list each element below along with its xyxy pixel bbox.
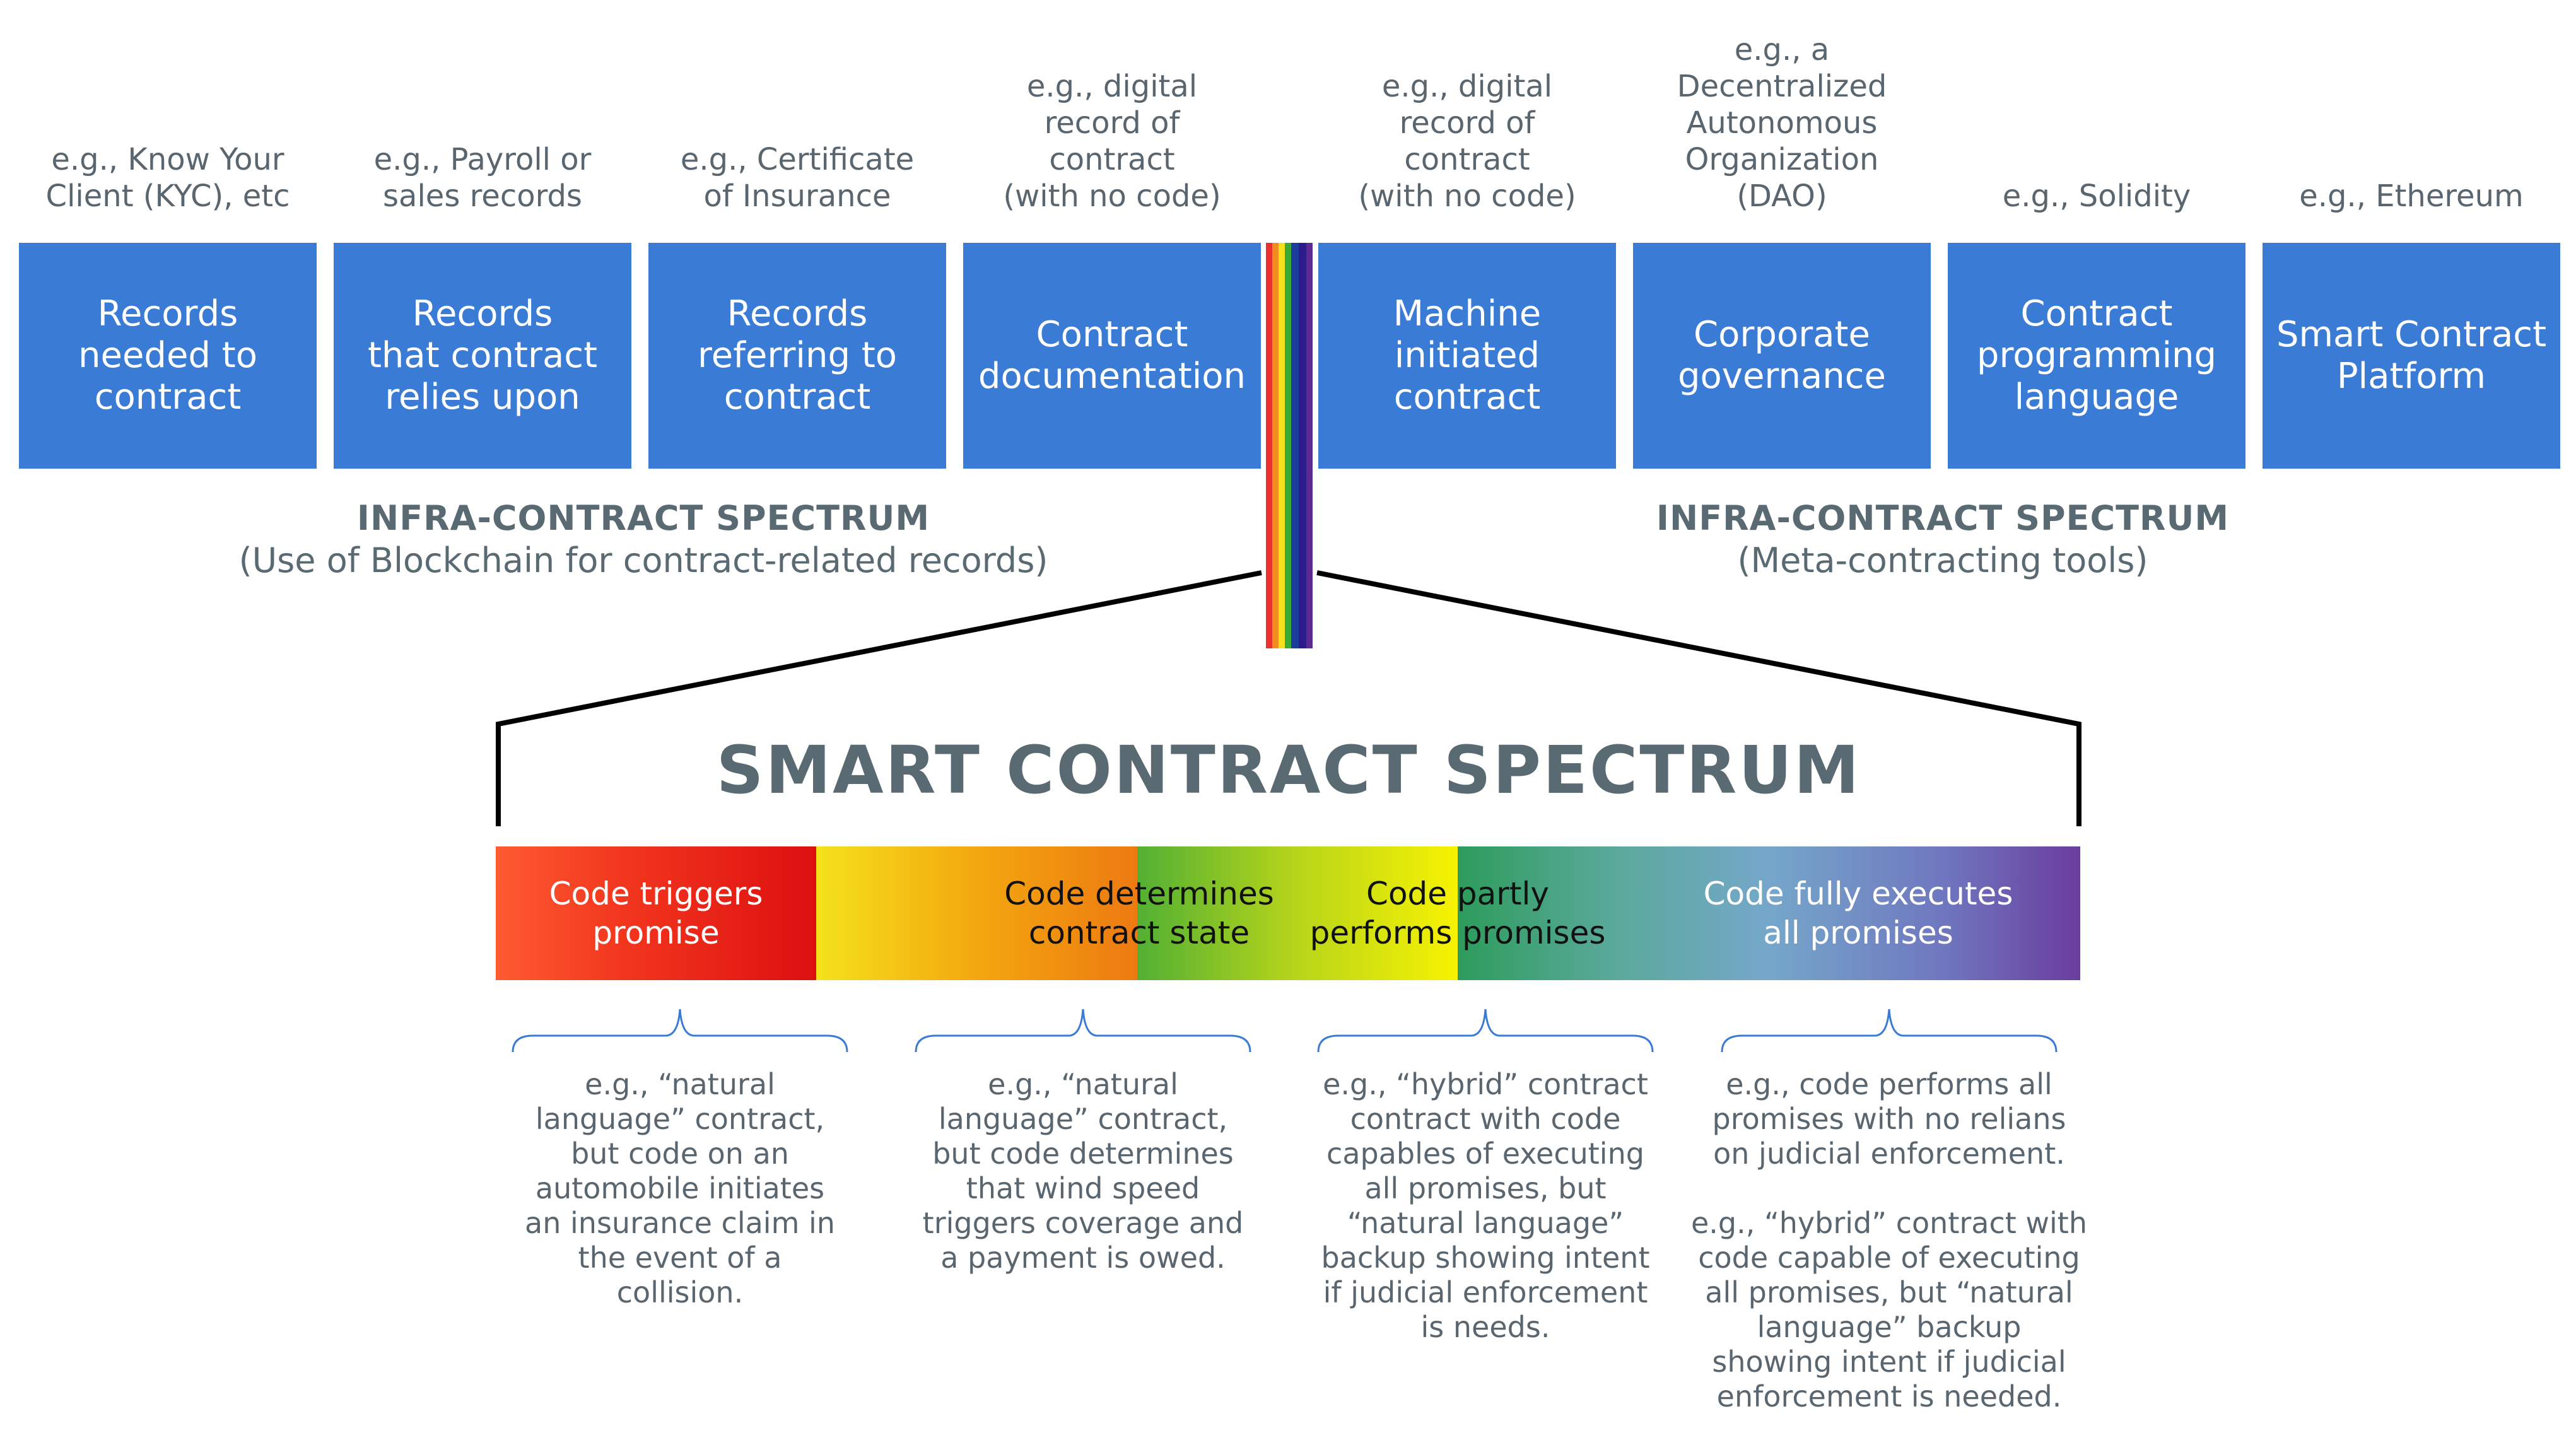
box-label: Contract documentation: [978, 314, 1246, 397]
top-example-4: e.g., digital record of contract (with n…: [1003, 69, 1221, 214]
funnel-left-line: [496, 570, 1262, 826]
box-label: Machine initiated contract: [1393, 293, 1542, 418]
top-example-2: e.g., Payroll or sales records: [373, 142, 592, 214]
spectrum-bar: Code triggers promise Code determines co…: [496, 846, 2080, 980]
spectrum-segment-3: [1137, 846, 1458, 980]
infra-right-label: INFRA-CONTRACT SPECTRUM (Meta-contractin…: [1470, 498, 2416, 580]
box-programming-language: Contract programming language: [1948, 243, 2245, 469]
rainbow-strip: [1266, 243, 1313, 648]
infra-left-label: INFRA-CONTRACT SPECTRUM (Use of Blockcha…: [126, 498, 1161, 580]
top-example-5: e.g., digital record of contract (with n…: [1358, 69, 1576, 214]
infra-left-subtitle: (Use of Blockchain for contract-related …: [238, 541, 1048, 580]
infra-right-title: INFRA-CONTRACT SPECTRUM: [1656, 498, 2230, 538]
segment-label-1: Code triggers promise: [549, 875, 763, 951]
spectrum-segment-1: [496, 846, 816, 980]
rainbow-indigo: [1299, 243, 1306, 648]
top-example-6: e.g., a Decentralized Autonomous Organiz…: [1677, 32, 1887, 214]
rainbow-violet: [1306, 243, 1313, 648]
example-note-2: e.g., “natural language” contract, but c…: [922, 1067, 1244, 1275]
rainbow-orange: [1272, 243, 1279, 648]
box-contract-documentation: Contract documentation: [963, 243, 1261, 469]
segment-label-3: Code partly performs promises: [1309, 875, 1606, 951]
segment-label-4: Code fully executes all promises: [1703, 875, 2013, 951]
brace-4: [1721, 1009, 2058, 1053]
example-note-1: e.g., “natural language” contract, but c…: [525, 1067, 835, 1309]
infra-right-subtitle: (Meta-contracting tools): [1737, 541, 2148, 580]
box-label: Corporate governance: [1678, 314, 1886, 397]
box-smart-contract-platform: Smart Contract Platform: [2263, 243, 2560, 469]
top-example-1: e.g., Know Your Client (KYC), etc: [45, 142, 290, 214]
spectrum-title: SMART CONTRACT SPECTRUM: [716, 732, 1861, 809]
segment-label-2: Code determines contract state: [1004, 875, 1274, 951]
box-label: Smart Contract Platform: [2276, 314, 2547, 397]
rainbow-yellow: [1279, 243, 1285, 648]
box-label: Contract programming language: [1976, 293, 2217, 418]
rainbow-blue: [1291, 243, 1299, 648]
rainbow-green: [1285, 243, 1291, 648]
box-records-referring: Records referring to contract: [648, 243, 946, 469]
box-label: Records that contract relies upon: [367, 293, 598, 418]
spectrum-segment-4: [1458, 846, 2080, 980]
top-example-3: e.g., Certificate of Insurance: [680, 142, 915, 214]
box-label: Records referring to contract: [697, 293, 898, 418]
infra-left-title: INFRA-CONTRACT SPECTRUM: [356, 498, 930, 538]
spectrum-segment-2: [816, 846, 1137, 980]
example-note-3: e.g., “hybrid” contract contract with co…: [1321, 1067, 1650, 1344]
top-example-7: e.g., Solidity: [2002, 178, 2191, 214]
example-note-4: e.g., code performs all promises with no…: [1690, 1067, 2087, 1413]
funnel-right-line: [1316, 570, 2081, 826]
top-example-8: e.g., Ethereum: [2299, 178, 2524, 214]
box-machine-initiated: Machine initiated contract: [1318, 243, 1616, 469]
box-label: Records needed to contract: [78, 293, 257, 418]
box-corporate-governance: Corporate governance: [1633, 243, 1931, 469]
box-records-relied: Records that contract relies upon: [334, 243, 631, 469]
brace-3: [1317, 1009, 1654, 1053]
rainbow-red: [1266, 243, 1272, 648]
brace-1: [512, 1009, 848, 1053]
box-records-needed: Records needed to contract: [19, 243, 317, 469]
brace-2: [915, 1009, 1251, 1053]
